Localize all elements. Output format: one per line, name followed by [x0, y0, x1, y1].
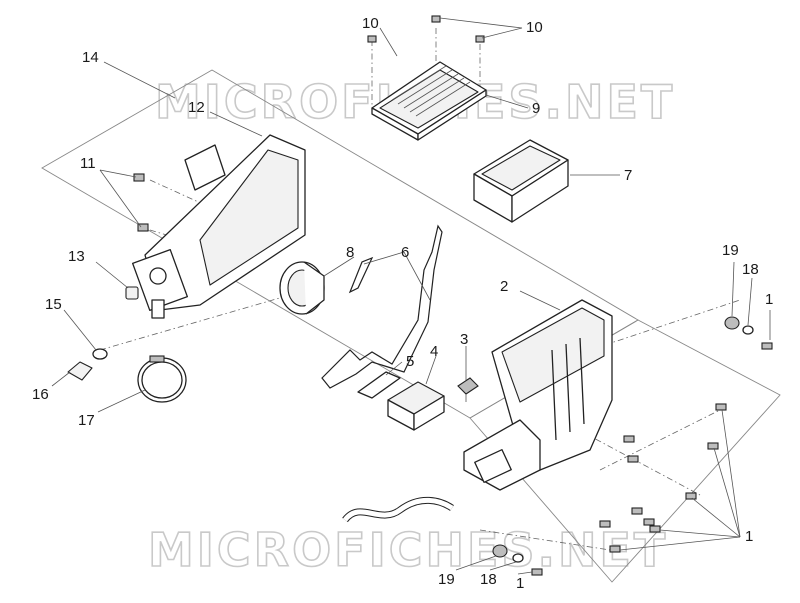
grommet-part-19-upper [724, 316, 740, 330]
centerline-mount-top [604, 299, 741, 346]
airbox-housing-part-2 [463, 299, 613, 491]
grommet-part-19-lower [492, 544, 508, 558]
callout-6: 6 [401, 244, 409, 261]
callout-7: 7 [624, 167, 632, 184]
centerline-intake [99, 294, 291, 351]
air-filter-part-7 [473, 139, 569, 223]
washer-part-18-lower [512, 553, 524, 563]
plug-part-16 [67, 361, 93, 381]
callout-12: 12 [188, 99, 205, 116]
intake-sleeve-part-8 [279, 261, 325, 315]
callout-16: 16 [32, 386, 49, 403]
callout-10-right: 10 [526, 19, 543, 36]
callout-labels: 14 12 11 13 15 16 17 8 6 5 4 3 2 7 9 10 … [32, 15, 773, 592]
cap-part-13 [125, 286, 139, 300]
screw-part-10 [367, 15, 485, 43]
callout-19-lower: 19 [438, 571, 455, 588]
callout-1-upper: 1 [765, 291, 773, 308]
callout-9: 9 [532, 100, 540, 117]
callout-2: 2 [500, 278, 508, 295]
callout-17: 17 [78, 412, 95, 429]
sensor-part-3 [457, 377, 479, 402]
callout-3: 3 [460, 331, 468, 348]
callout-11: 11 [80, 155, 96, 172]
callout-1-lower: 1 [516, 575, 524, 592]
gasket-part-5 [357, 371, 401, 399]
callout-18-lower: 18 [480, 571, 497, 588]
callout-4: 4 [430, 343, 438, 360]
centerline-mount-mid [599, 409, 721, 471]
callout-14: 14 [82, 49, 99, 66]
callout-18-upper: 18 [742, 261, 759, 278]
foam-block-part-4 [387, 381, 445, 431]
centerline-screw-11a [149, 179, 206, 206]
clip-part-15 [92, 348, 108, 360]
callout-5: 5 [406, 353, 414, 370]
seal-part-6 [321, 224, 443, 389]
watermark-bottom: MICROFICHES.NET [148, 523, 668, 577]
screw-part-1-lower [531, 568, 543, 576]
filter-cover-part-9 [371, 61, 487, 141]
hose-clamp-part-17 [137, 355, 187, 403]
callout-13: 13 [68, 248, 85, 265]
callout-10-left: 10 [362, 15, 379, 32]
screw-part-1-upper [761, 342, 773, 350]
callout-1-right: 1 [745, 528, 753, 545]
centerline-mount-bottom [479, 529, 611, 551]
callout-15: 15 [45, 296, 62, 313]
callout-8: 8 [346, 244, 354, 261]
screws-part-1-set [599, 403, 727, 553]
bolt-part-11 [133, 173, 149, 232]
washer-part-18-upper [742, 325, 754, 335]
callout-19-upper: 19 [722, 242, 739, 259]
airbox-housing-part-12 [132, 134, 306, 319]
leader-lines [51, 17, 771, 575]
drain-hose [342, 496, 454, 523]
